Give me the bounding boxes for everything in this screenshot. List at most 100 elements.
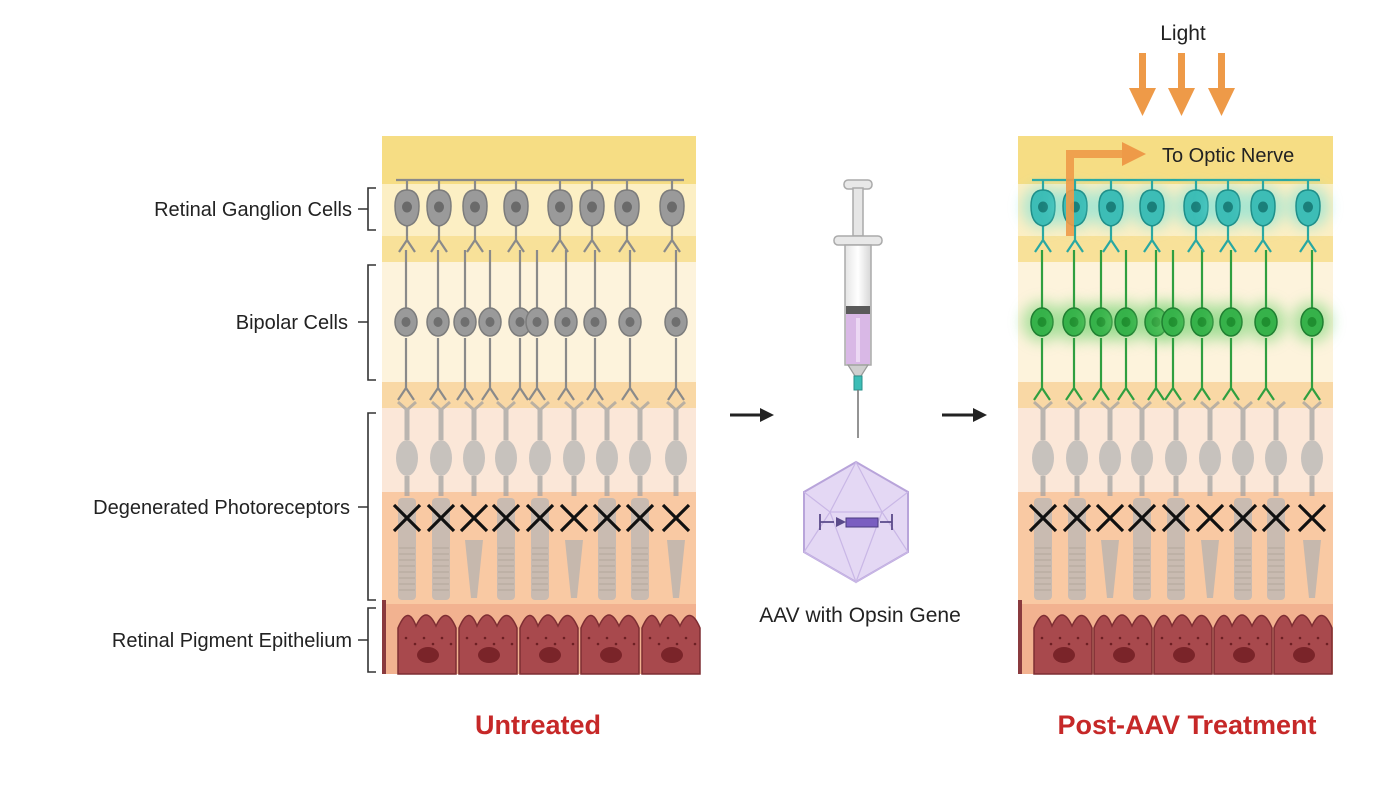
bipolar-axon <box>397 338 415 401</box>
photoreceptor-cell <box>463 400 485 598</box>
pigment-granule <box>1196 636 1200 640</box>
bipolar-nucleus <box>532 317 542 327</box>
bipolar-nucleus <box>515 317 525 327</box>
bipolar-cell <box>508 250 532 401</box>
cross-mark-icon <box>1127 503 1157 533</box>
bipolar-nucleus <box>1168 317 1178 327</box>
photoreceptor-terminal <box>1100 400 1120 413</box>
rpe-edge <box>1018 600 1022 674</box>
cross-stroke <box>1228 503 1258 533</box>
photoreceptor-nucleus <box>1199 440 1221 476</box>
light-arrow-icon <box>1129 53 1235 116</box>
photoreceptor-terminal <box>1266 400 1286 413</box>
label-retinal-pigment-epithelium: Retinal Pigment Epithelium <box>112 630 352 652</box>
bipolar-cell <box>583 250 607 401</box>
rpe-cell <box>397 614 457 675</box>
cross-stroke <box>559 503 589 533</box>
pigment-granule <box>510 642 514 646</box>
bipolar-nucleus <box>1261 317 1271 327</box>
ganglion-nucleus <box>1303 201 1313 213</box>
rpe-cell <box>519 614 579 675</box>
pigment-granule <box>587 636 591 640</box>
bipolar-axon <box>1092 338 1110 401</box>
ganglion-nucleus <box>511 201 521 213</box>
photoreceptor-terminal <box>1302 400 1322 413</box>
bipolar-axon <box>429 338 447 401</box>
ganglion-cell <box>547 180 573 253</box>
photoreceptor-nucleus <box>1265 440 1287 476</box>
bipolar-nucleus <box>590 317 600 327</box>
pigment-granule <box>1289 642 1293 646</box>
bipolar-cell <box>525 250 549 401</box>
rpe-nucleus <box>478 647 500 663</box>
bipolar-axon <box>456 338 474 401</box>
photoreceptor-terminal <box>1166 400 1186 413</box>
rpe-nucleus <box>1173 647 1195 663</box>
cross-mark-icon <box>459 503 489 533</box>
bipolar-nucleus <box>1307 317 1317 327</box>
bipolar-axon <box>1193 338 1211 401</box>
rpe-nucleus <box>661 647 683 663</box>
photoreceptor-terminal <box>496 400 516 413</box>
cross-mark-icon <box>592 503 622 533</box>
bipolar-axon <box>1303 338 1321 401</box>
pigment-granule <box>492 642 496 646</box>
pigment-granule <box>1085 642 1089 646</box>
aav-capsid-icon <box>803 460 909 584</box>
bipolar-nucleus <box>1096 317 1106 327</box>
optic-nerve-arrow-shaft <box>1066 150 1124 236</box>
untreated-cell-columns <box>382 178 701 675</box>
rpe-cell <box>641 614 701 675</box>
pigment-granule <box>431 642 435 646</box>
bipolar-nucleus <box>671 317 681 327</box>
pigment-granule <box>449 642 453 646</box>
pigment-granule <box>553 642 557 646</box>
cone-outer-segment <box>465 540 483 598</box>
ganglion-cell <box>1175 180 1217 253</box>
cone-outer-segment <box>1201 540 1219 598</box>
photoreceptor-nucleus <box>665 440 687 476</box>
ganglion-cell <box>1287 180 1329 253</box>
photoreceptor-terminal <box>431 400 451 413</box>
bipolar-axon <box>586 338 604 401</box>
ganglion-cell <box>659 180 685 253</box>
pigment-granule <box>1178 636 1182 640</box>
cross-mark-icon <box>392 503 422 533</box>
photoreceptor-nucleus <box>1131 440 1153 476</box>
bipolar-cell <box>664 250 688 401</box>
pigment-granule <box>535 642 539 646</box>
pigment-granule <box>1280 636 1284 640</box>
pigment-granule <box>684 636 688 640</box>
ganglion-nucleus <box>587 201 597 213</box>
rpe-body <box>1273 614 1333 675</box>
ganglion-nucleus <box>555 201 565 213</box>
rpe-body <box>1213 614 1273 675</box>
ganglion-nucleus <box>434 201 444 213</box>
bipolar-cell <box>478 250 502 401</box>
cross-stroke <box>1261 503 1291 533</box>
untreated-retina-panel <box>382 136 701 675</box>
photoreceptor-nucleus <box>629 440 651 476</box>
cross-stroke <box>459 503 489 533</box>
treated-cell-columns <box>1018 178 1333 675</box>
rpe-body <box>458 614 518 675</box>
bipolar-nucleus <box>1197 317 1207 327</box>
pigment-granule <box>474 642 478 646</box>
optic-nerve-label: To Optic Nerve <box>1162 145 1294 167</box>
cross-stroke <box>1095 503 1125 533</box>
layer-brackets <box>358 187 376 673</box>
pigment-granule <box>544 636 548 640</box>
pigment-granule <box>657 642 661 646</box>
treated-retina-panel <box>1018 136 1333 675</box>
cross-stroke <box>1161 503 1191 533</box>
right-arrow-icon <box>730 408 774 422</box>
aav-label: AAV with Opsin Gene <box>759 604 961 627</box>
rpe-body <box>641 614 701 675</box>
rpe-nucleus <box>600 647 622 663</box>
photoreceptor-terminal <box>464 400 484 413</box>
cross-mark-icon <box>1062 503 1092 533</box>
bipolar-cell <box>1182 250 1222 401</box>
cross-mark-icon <box>1228 503 1258 533</box>
rpe-nucleus <box>1293 647 1315 663</box>
ganglion-cell <box>614 180 640 253</box>
